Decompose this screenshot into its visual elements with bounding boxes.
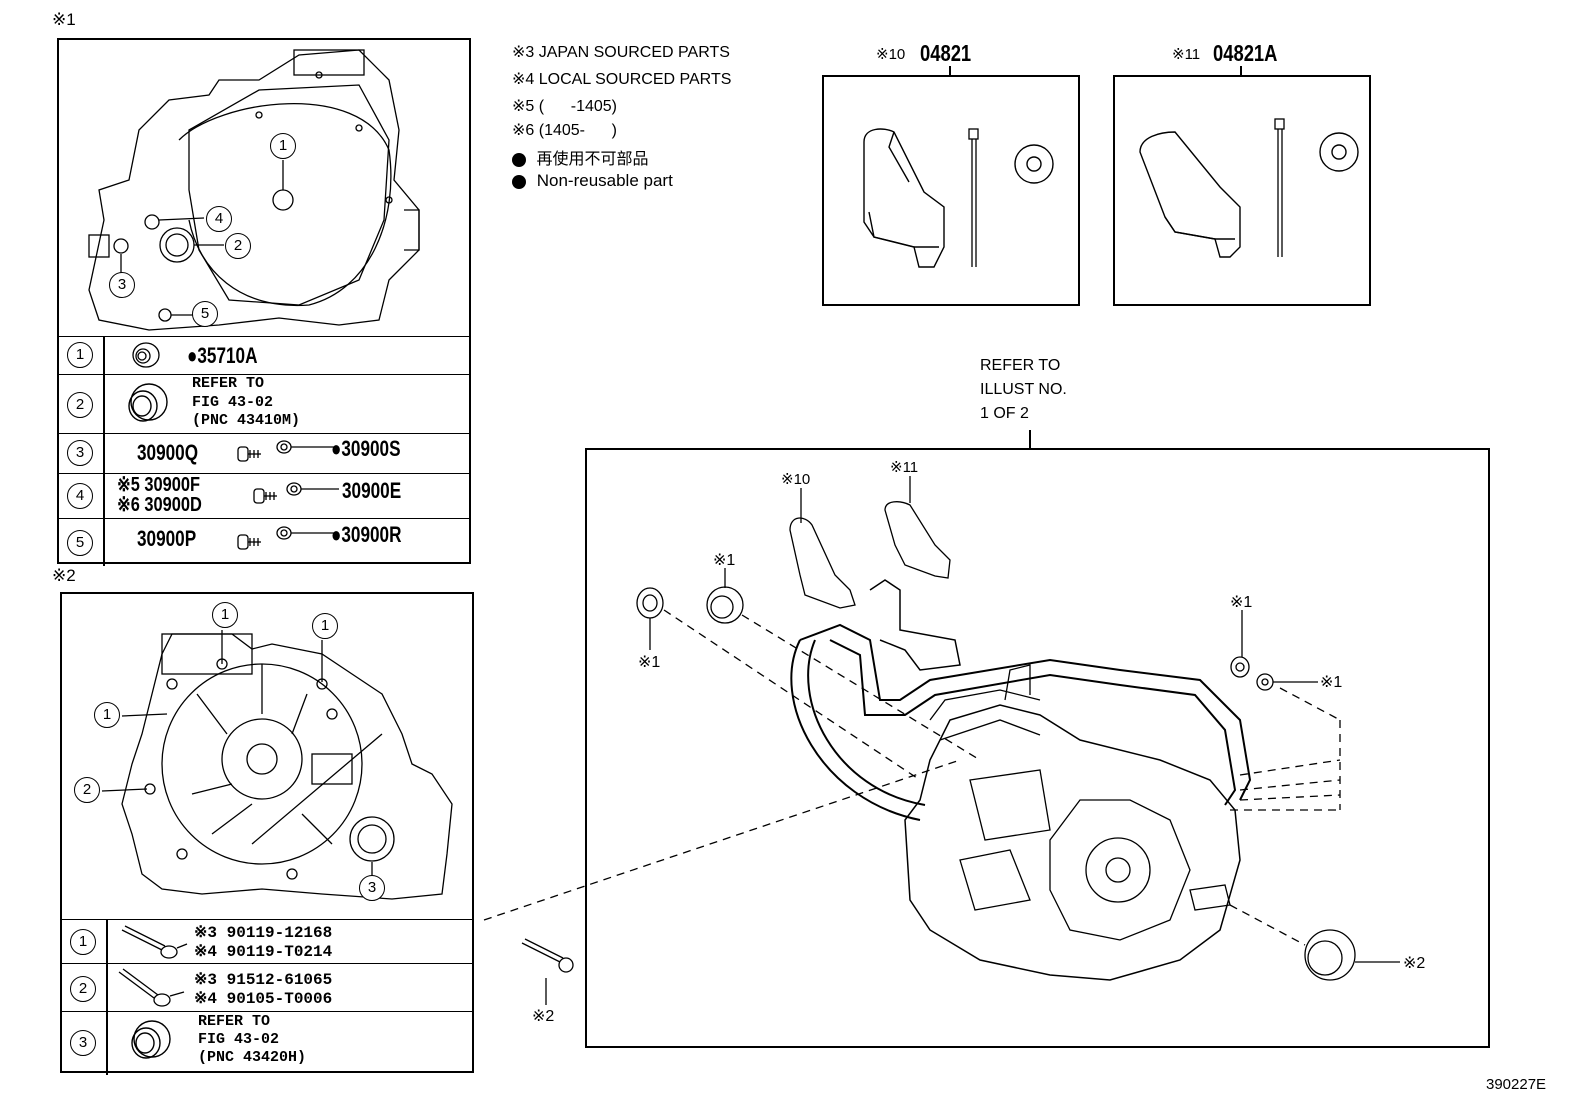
transaxle-housing-drawing-2 [101, 630, 453, 900]
part-30900s: ●30900S [331, 436, 401, 461]
callout-1: 1 [94, 702, 120, 728]
oil-seal-icon [132, 342, 160, 368]
label-sec1-gasket-right: ※1 [1320, 674, 1343, 691]
row-index-5: 5 [67, 530, 93, 556]
part-35710a: ●35710A [187, 343, 258, 368]
legend-nonreusable-jp: 再使用不可部品 [512, 145, 648, 169]
kit11-frame [1113, 75, 1371, 306]
refer-fig-line2: FIG 43-02 [198, 1031, 280, 1048]
section1-frame: 1 4 2 3 5 1 ●35710A 2 REFER TO FIG 43-02… [57, 38, 471, 566]
cable-tie-icon [968, 128, 979, 267]
refer-fig-line3: (PNC 43410M) [192, 412, 301, 429]
part-91512-61065: ※3 91512-61065 [194, 971, 333, 989]
kit10-frame [822, 75, 1080, 306]
legend-nonreusable-en: Non-reusable part [512, 171, 673, 191]
plug-icon [237, 446, 261, 462]
plug-icon [237, 534, 261, 550]
gasket-icon [276, 526, 336, 540]
refer-fig-line1: REFER TO [198, 1013, 271, 1030]
kit10-code: 04821 [920, 40, 972, 66]
label-sec1-seal-left: ※1 [638, 654, 661, 671]
callout-1: 1 [312, 613, 338, 639]
oil-seal-icon [128, 383, 168, 422]
row-index-1: 1 [67, 342, 93, 368]
section2-frame: 1 1 1 2 3 1 ※3 90119-12168 ※4 90119-T021… [60, 592, 474, 1075]
part-30900e: 30900E [342, 478, 402, 503]
callout-5: 5 [192, 301, 218, 327]
part-90105-t0006: ※4 90105-T0006 [194, 990, 333, 1008]
callout-1: 1 [270, 133, 296, 159]
refer-illust-line2: ILLUST NO. [980, 381, 1067, 398]
row-index-2: 2 [70, 976, 96, 1002]
part-30900q: 30900Q [137, 440, 199, 465]
transaxle-housing-drawing-1 [88, 49, 420, 331]
refer-illust-line1: REFER TO [980, 357, 1061, 374]
section2-marker: ※2 [52, 566, 76, 585]
label-kit11: ※11 [890, 459, 919, 476]
cable-tie-icon [1274, 118, 1285, 257]
part-30900d: ※6 30900D [117, 494, 202, 516]
legend-nonreusable-jp-text: 再使用不可部品 [536, 151, 649, 168]
oil-seal-icon [131, 1020, 171, 1059]
label-sec2-bolt: ※2 [532, 1008, 555, 1025]
legend-local-sourced: ※4 LOCAL SOURCED PARTS [512, 71, 732, 88]
part-90119-t0214: ※4 90119-T0214 [194, 943, 333, 961]
bolt-icon [118, 968, 185, 1007]
section1-marker: ※1 [52, 10, 76, 29]
bolt-icon [121, 925, 188, 959]
illustration-number: 390227E [1486, 1076, 1547, 1093]
kit11-marker: ※11 [1172, 46, 1201, 63]
legend-serial-after: ※6 (1405- ) [512, 122, 617, 139]
row-index-4: 4 [67, 483, 93, 509]
row-index-2: 2 [67, 392, 93, 418]
gasket-icon [286, 482, 339, 496]
part-90119-12168: ※3 90119-12168 [194, 924, 333, 942]
label-sec2-seal-right: ※2 [1403, 955, 1426, 972]
callout-4: 4 [206, 206, 232, 232]
callout-3: 3 [359, 875, 385, 901]
washer-icon [1014, 144, 1054, 184]
part-30900f: ※5 30900F [117, 474, 201, 496]
plug-icon [253, 488, 277, 504]
label-sec1-seal-top: ※1 [713, 552, 736, 569]
legend-serial-before: ※5 ( -1405) [512, 98, 617, 115]
label-sec1-plug-top: ※1 [1230, 594, 1253, 611]
callout-1: 1 [212, 602, 238, 628]
callout-2: 2 [225, 233, 251, 259]
part-30900p: 30900P [137, 526, 197, 551]
label-kit10: ※10 [781, 471, 811, 488]
non-reusable-dot-icon [512, 152, 526, 167]
non-reusable-dot-icon [512, 174, 526, 189]
refer-fig-line2: FIG 43-02 [192, 394, 274, 411]
main-assembly-frame [585, 448, 1490, 1048]
row-index-1: 1 [70, 929, 96, 955]
protector-icon [863, 128, 945, 268]
row-index-3: 3 [70, 1030, 96, 1056]
refer-fig-line1: REFER TO [192, 375, 265, 392]
refer-illust-line3: 1 OF 2 [980, 405, 1029, 422]
legend-japan-sourced: ※3 JAPAN SOURCED PARTS [512, 44, 730, 61]
kit10-marker: ※10 [876, 46, 906, 63]
protector-icon [1139, 131, 1241, 258]
washer-icon [1319, 132, 1359, 172]
part-30900r: ●30900R [331, 522, 402, 547]
legend-nonreusable-en-text: Non-reusable part [536, 171, 673, 190]
kit11-code: 04821A [1213, 40, 1278, 66]
gasket-icon [276, 440, 336, 454]
callout-3: 3 [109, 272, 135, 298]
refer-fig-line3: (PNC 43420H) [198, 1049, 307, 1066]
callout-2: 2 [74, 777, 100, 803]
row-index-3: 3 [67, 440, 93, 466]
